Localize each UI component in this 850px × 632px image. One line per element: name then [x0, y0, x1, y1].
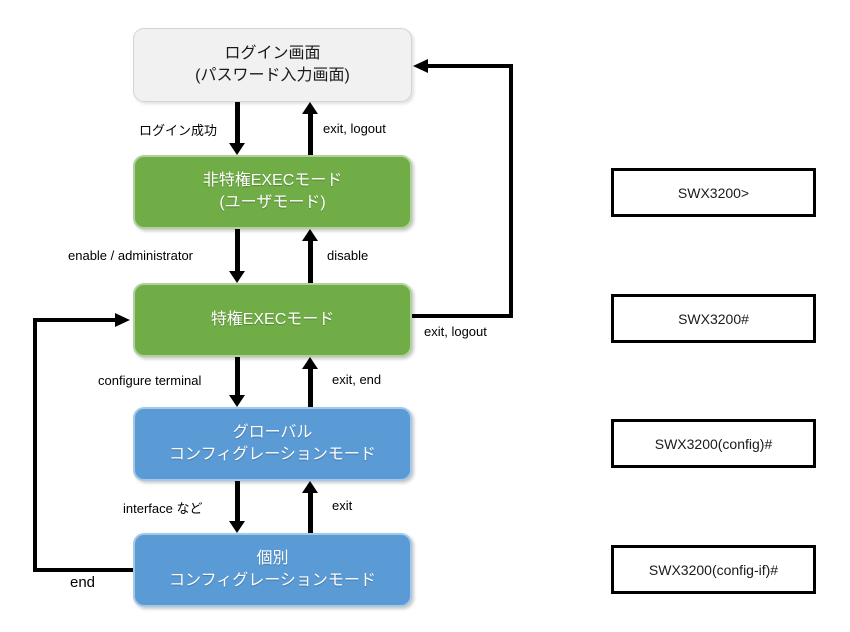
arrow-shaft: [235, 102, 240, 143]
transition-label-exit-end: exit, end: [332, 372, 382, 387]
transition-label-interface-etc: interface など: [123, 501, 203, 516]
transition-label-exit-logout-user: exit, logout: [323, 121, 386, 136]
arrow-shaft: [235, 229, 240, 271]
arrowhead-down-icon: [229, 271, 245, 283]
mode-box-login-screen: ログイン画面 (パスワード入力画面): [133, 28, 412, 102]
transition-label-end: end: [70, 574, 96, 591]
mode-label: コンフィグレーションモード: [169, 572, 376, 589]
arrow-shaft: [308, 493, 313, 533]
arrowhead-up-icon: [302, 102, 318, 114]
arrowhead-up-icon: [302, 357, 318, 369]
arrowhead-left-icon: [413, 59, 428, 73]
arrow-shaft: [308, 241, 313, 283]
mode-box-user-exec: 非特権EXECモード (ユーザモード): [133, 155, 412, 229]
arrow-shaft: [235, 357, 240, 395]
prompt-text: SWX3200>: [677, 184, 750, 201]
prompt-box-priv-exec: SWX3200#: [611, 294, 816, 343]
arrowhead-up-icon: [302, 481, 318, 493]
transition-label-exit-logout-priv: exit, logout: [424, 324, 487, 339]
arrow-segment: [411, 314, 513, 318]
arrow-segment: [509, 64, 513, 318]
arrowhead-down-icon: [229, 143, 245, 155]
arrow-segment: [427, 64, 513, 68]
arrowhead-down-icon: [229, 395, 245, 407]
mode-label: グローバル: [232, 424, 313, 441]
transition-label-login-success: ログイン成功: [139, 123, 218, 138]
arrowhead-down-icon: [229, 521, 245, 533]
mode-label: 非特権EXECモード: [202, 172, 343, 189]
mode-label: (パスワード入力画面): [195, 67, 350, 84]
prompt-text: SWX3200(config)#: [654, 435, 773, 452]
arrow-shaft: [235, 481, 240, 521]
prompt-text: SWX3200#: [678, 310, 749, 327]
arrow-shaft: [308, 369, 313, 407]
arrowhead-up-icon: [302, 229, 318, 241]
transition-label-enable-administrator: enable / administrator: [68, 248, 194, 263]
transition-label-exit: exit: [332, 498, 353, 513]
transition-label-configure-terminal: configure terminal: [98, 373, 202, 388]
mode-label: 特権EXECモード: [210, 311, 335, 328]
arrow-segment: [36, 318, 116, 322]
arrow-segment: [33, 568, 134, 572]
mode-label: 個別: [256, 550, 289, 567]
mode-label: コンフィグレーションモード: [169, 446, 376, 463]
mode-label: ログイン画面: [224, 45, 321, 62]
mode-box-priv-exec: 特権EXECモード: [133, 283, 412, 357]
prompt-box-global-config: SWX3200(config)#: [611, 419, 816, 468]
mode-label: (ユーザモード): [219, 194, 326, 211]
prompt-box-individual-config: SWX3200(config-if)#: [611, 545, 816, 594]
mode-box-individual-config: 個別 コンフィグレーションモード: [133, 533, 412, 607]
transition-label-disable: disable: [327, 248, 369, 263]
prompt-box-user-exec: SWX3200>: [611, 168, 816, 217]
arrow-segment: [33, 318, 37, 572]
prompt-text: SWX3200(config-if)#: [648, 561, 779, 578]
arrow-shaft: [308, 114, 313, 155]
arrowhead-right-icon: [115, 313, 130, 327]
mode-box-global-config: グローバル コンフィグレーションモード: [133, 407, 412, 481]
